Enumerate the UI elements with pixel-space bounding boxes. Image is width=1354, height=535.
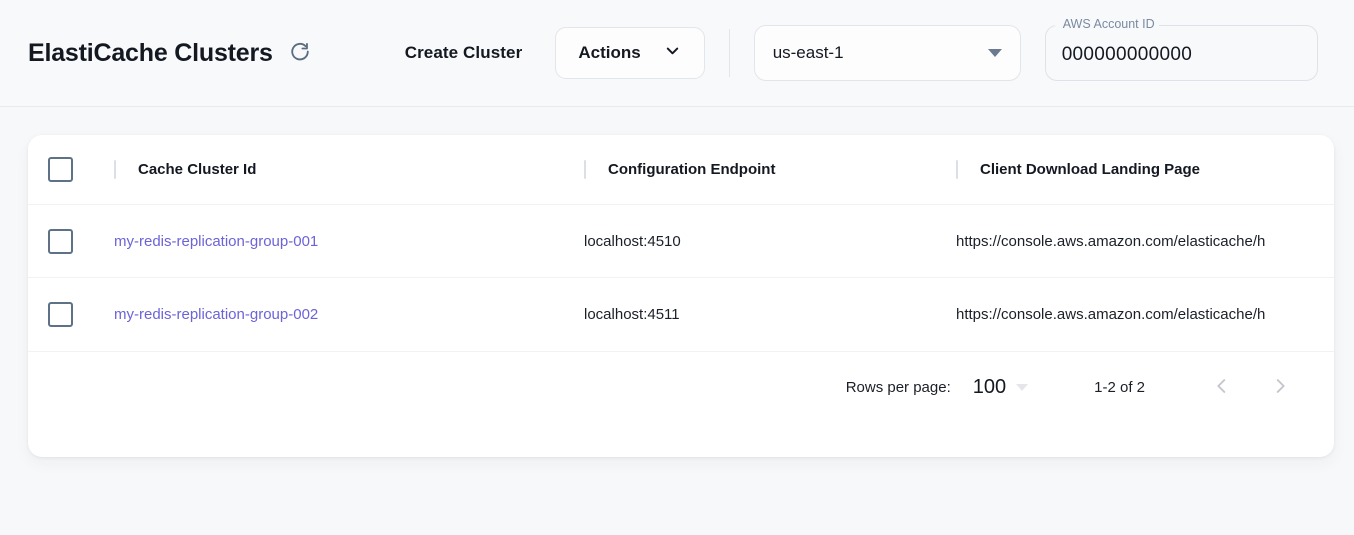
column-separator — [584, 160, 586, 179]
actions-button[interactable]: Actions — [555, 27, 705, 79]
column-header-label: Cache Cluster Id — [138, 161, 257, 178]
clusters-table: Cache Cluster Id Configuration Endpoint … — [28, 135, 1334, 351]
column-header-configuration-endpoint[interactable]: Configuration Endpoint — [584, 135, 956, 205]
rows-per-page-select[interactable]: 100 — [972, 376, 1029, 399]
column-header-cache-cluster-id[interactable]: Cache Cluster Id — [114, 135, 584, 205]
toolbar-divider — [728, 29, 730, 77]
cell-configuration-endpoint: localhost:4511 — [584, 305, 680, 323]
cell-client-download-landing-page: https://console.aws.amazon.com/elasticac… — [956, 278, 1334, 351]
pagination-range: 1-2 of 2 — [1094, 379, 1145, 396]
cell-configuration-endpoint: localhost:4510 — [584, 232, 681, 250]
table-row: my-redis-replication-group-001 localhost… — [28, 204, 1334, 278]
next-page-button[interactable] — [1260, 368, 1300, 408]
landing-page-url: https://console.aws.amazon.com/elasticac… — [956, 232, 1266, 250]
column-separator — [114, 160, 116, 179]
triangle-down-icon — [987, 49, 1002, 57]
region-select[interactable]: us-east-1 — [753, 25, 1021, 81]
column-header-label: Client Download Landing Page — [980, 161, 1201, 178]
table-row: my-redis-replication-group-002 localhost… — [28, 277, 1334, 351]
page-title: ElastiCache Clusters — [28, 38, 273, 67]
select-all-checkbox[interactable] — [48, 157, 73, 182]
row-select-cell — [28, 278, 114, 351]
cluster-link[interactable]: my-redis-replication-group-002 — [114, 305, 319, 323]
column-header-label: Configuration Endpoint — [608, 161, 776, 178]
header-row: Cache Cluster Id Configuration Endpoint … — [28, 135, 1334, 205]
actions-button-label: Actions — [578, 43, 641, 62]
table-header: Cache Cluster Id Configuration Endpoint … — [28, 135, 1334, 205]
aws-account-id-input[interactable] — [1044, 25, 1318, 81]
cell-cache-cluster-id: my-redis-replication-group-001 — [114, 205, 584, 278]
cell-client-download-landing-page: https://console.aws.amazon.com/elasticac… — [956, 205, 1334, 278]
chevron-down-icon — [663, 41, 682, 65]
clusters-card: Cache Cluster Id Configuration Endpoint … — [28, 135, 1334, 457]
chevron-left-icon — [1211, 375, 1233, 400]
rows-per-page-value: 100 — [972, 376, 1007, 398]
refresh-icon — [289, 41, 311, 66]
chevron-right-icon — [1269, 375, 1291, 400]
triangle-down-icon — [1016, 384, 1029, 391]
table-body: my-redis-replication-group-001 localhost… — [28, 204, 1334, 351]
pagination-bar: Rows per page: 100 1-2 of 2 — [28, 350, 1334, 424]
landing-page-url: https://console.aws.amazon.com/elasticac… — [956, 305, 1266, 323]
refresh-button[interactable] — [287, 40, 313, 66]
top-toolbar: ElastiCache Clusters Create Cluster Acti… — [0, 0, 1354, 107]
column-separator — [956, 160, 958, 179]
row-select-cell — [28, 205, 114, 278]
region-select-value: us-east-1 — [772, 43, 844, 62]
row-checkbox[interactable] — [48, 301, 73, 327]
rows-per-page-label: Rows per page: — [845, 379, 951, 396]
row-checkbox[interactable] — [48, 228, 73, 254]
create-cluster-button[interactable]: Create Cluster — [404, 43, 523, 62]
cell-cache-cluster-id: my-redis-replication-group-002 — [114, 278, 584, 351]
select-all-header-cell — [28, 135, 114, 205]
column-header-client-download-landing-page[interactable]: Client Download Landing Page — [956, 135, 1334, 205]
previous-page-button[interactable] — [1202, 368, 1242, 408]
cluster-link[interactable]: my-redis-replication-group-001 — [114, 232, 319, 250]
title-group: ElastiCache Clusters — [28, 39, 313, 68]
aws-account-id-field[interactable]: AWS Account ID AWS Account ID — [1044, 17, 1318, 81]
